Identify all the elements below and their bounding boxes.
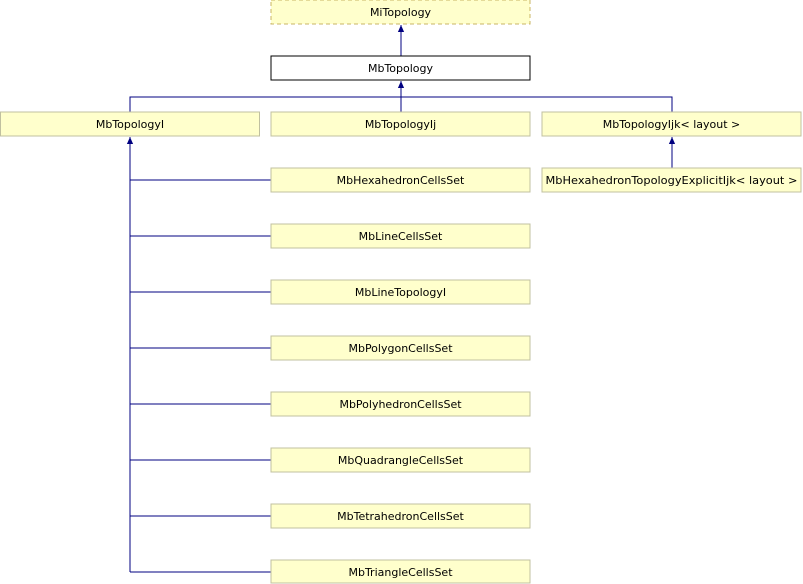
edge-row3-connector xyxy=(129,96,673,112)
node-mbhexahedroncellsset[interactable]: MbHexahedronCellsSet xyxy=(270,167,531,193)
node-label: MbLineCellsSet xyxy=(359,230,443,243)
node-mblinetopologyi[interactable]: MbLineTopologyI xyxy=(270,279,531,305)
node-mbpolygoncellsset[interactable]: MbPolygonCellsSet xyxy=(270,335,531,361)
node-mbpolyhedroncellsset[interactable]: MbPolyhedronCellsSet xyxy=(270,391,531,417)
node-mbquadranglecellsset[interactable]: MbQuadrangleCellsSet xyxy=(270,447,531,473)
node-mblinecellsset[interactable]: MbLineCellsSet xyxy=(270,223,531,249)
node-mbhexahedrontopologyexplicitijk[interactable]: MbHexahedronTopologyExplicitIjk< layout … xyxy=(541,167,802,193)
node-label: MbTopologyI xyxy=(96,118,164,131)
node-mitopology[interactable]: MiTopology xyxy=(270,0,531,25)
node-label: MbTopologyIj xyxy=(365,118,436,131)
node-mbtrianglecellsset[interactable]: MbTriangleCellsSet xyxy=(270,559,531,584)
node-label: MiTopology xyxy=(370,6,432,19)
node-label: MbTopology xyxy=(368,62,434,75)
node-label: MbPolyhedronCellsSet xyxy=(339,398,462,411)
node-mbtopologyij[interactable]: MbTopologyIj xyxy=(270,111,531,137)
node-label: MbHexahedronTopologyExplicitIjk< layout … xyxy=(546,174,798,187)
node-label: MbLineTopologyI xyxy=(355,286,446,299)
node-label: MbQuadrangleCellsSet xyxy=(338,454,464,467)
node-mbtopologyi[interactable]: MbTopologyI xyxy=(0,111,260,137)
node-label: MbHexahedronCellsSet xyxy=(337,174,465,187)
inheritance-edges xyxy=(126,25,676,573)
node-mbtopologyijk[interactable]: MbTopologyIjk< layout > xyxy=(541,111,802,137)
node-label: MbTopologyIjk< layout > xyxy=(603,118,740,131)
node-label: MbTetrahedronCellsSet xyxy=(337,510,464,523)
node-mbtetrahedroncellsset[interactable]: MbTetrahedronCellsSet xyxy=(270,503,531,529)
node-label: MbTriangleCellsSet xyxy=(348,566,453,579)
node-label: MbPolygonCellsSet xyxy=(348,342,453,355)
node-mbtopology[interactable]: MbTopology xyxy=(270,55,531,81)
